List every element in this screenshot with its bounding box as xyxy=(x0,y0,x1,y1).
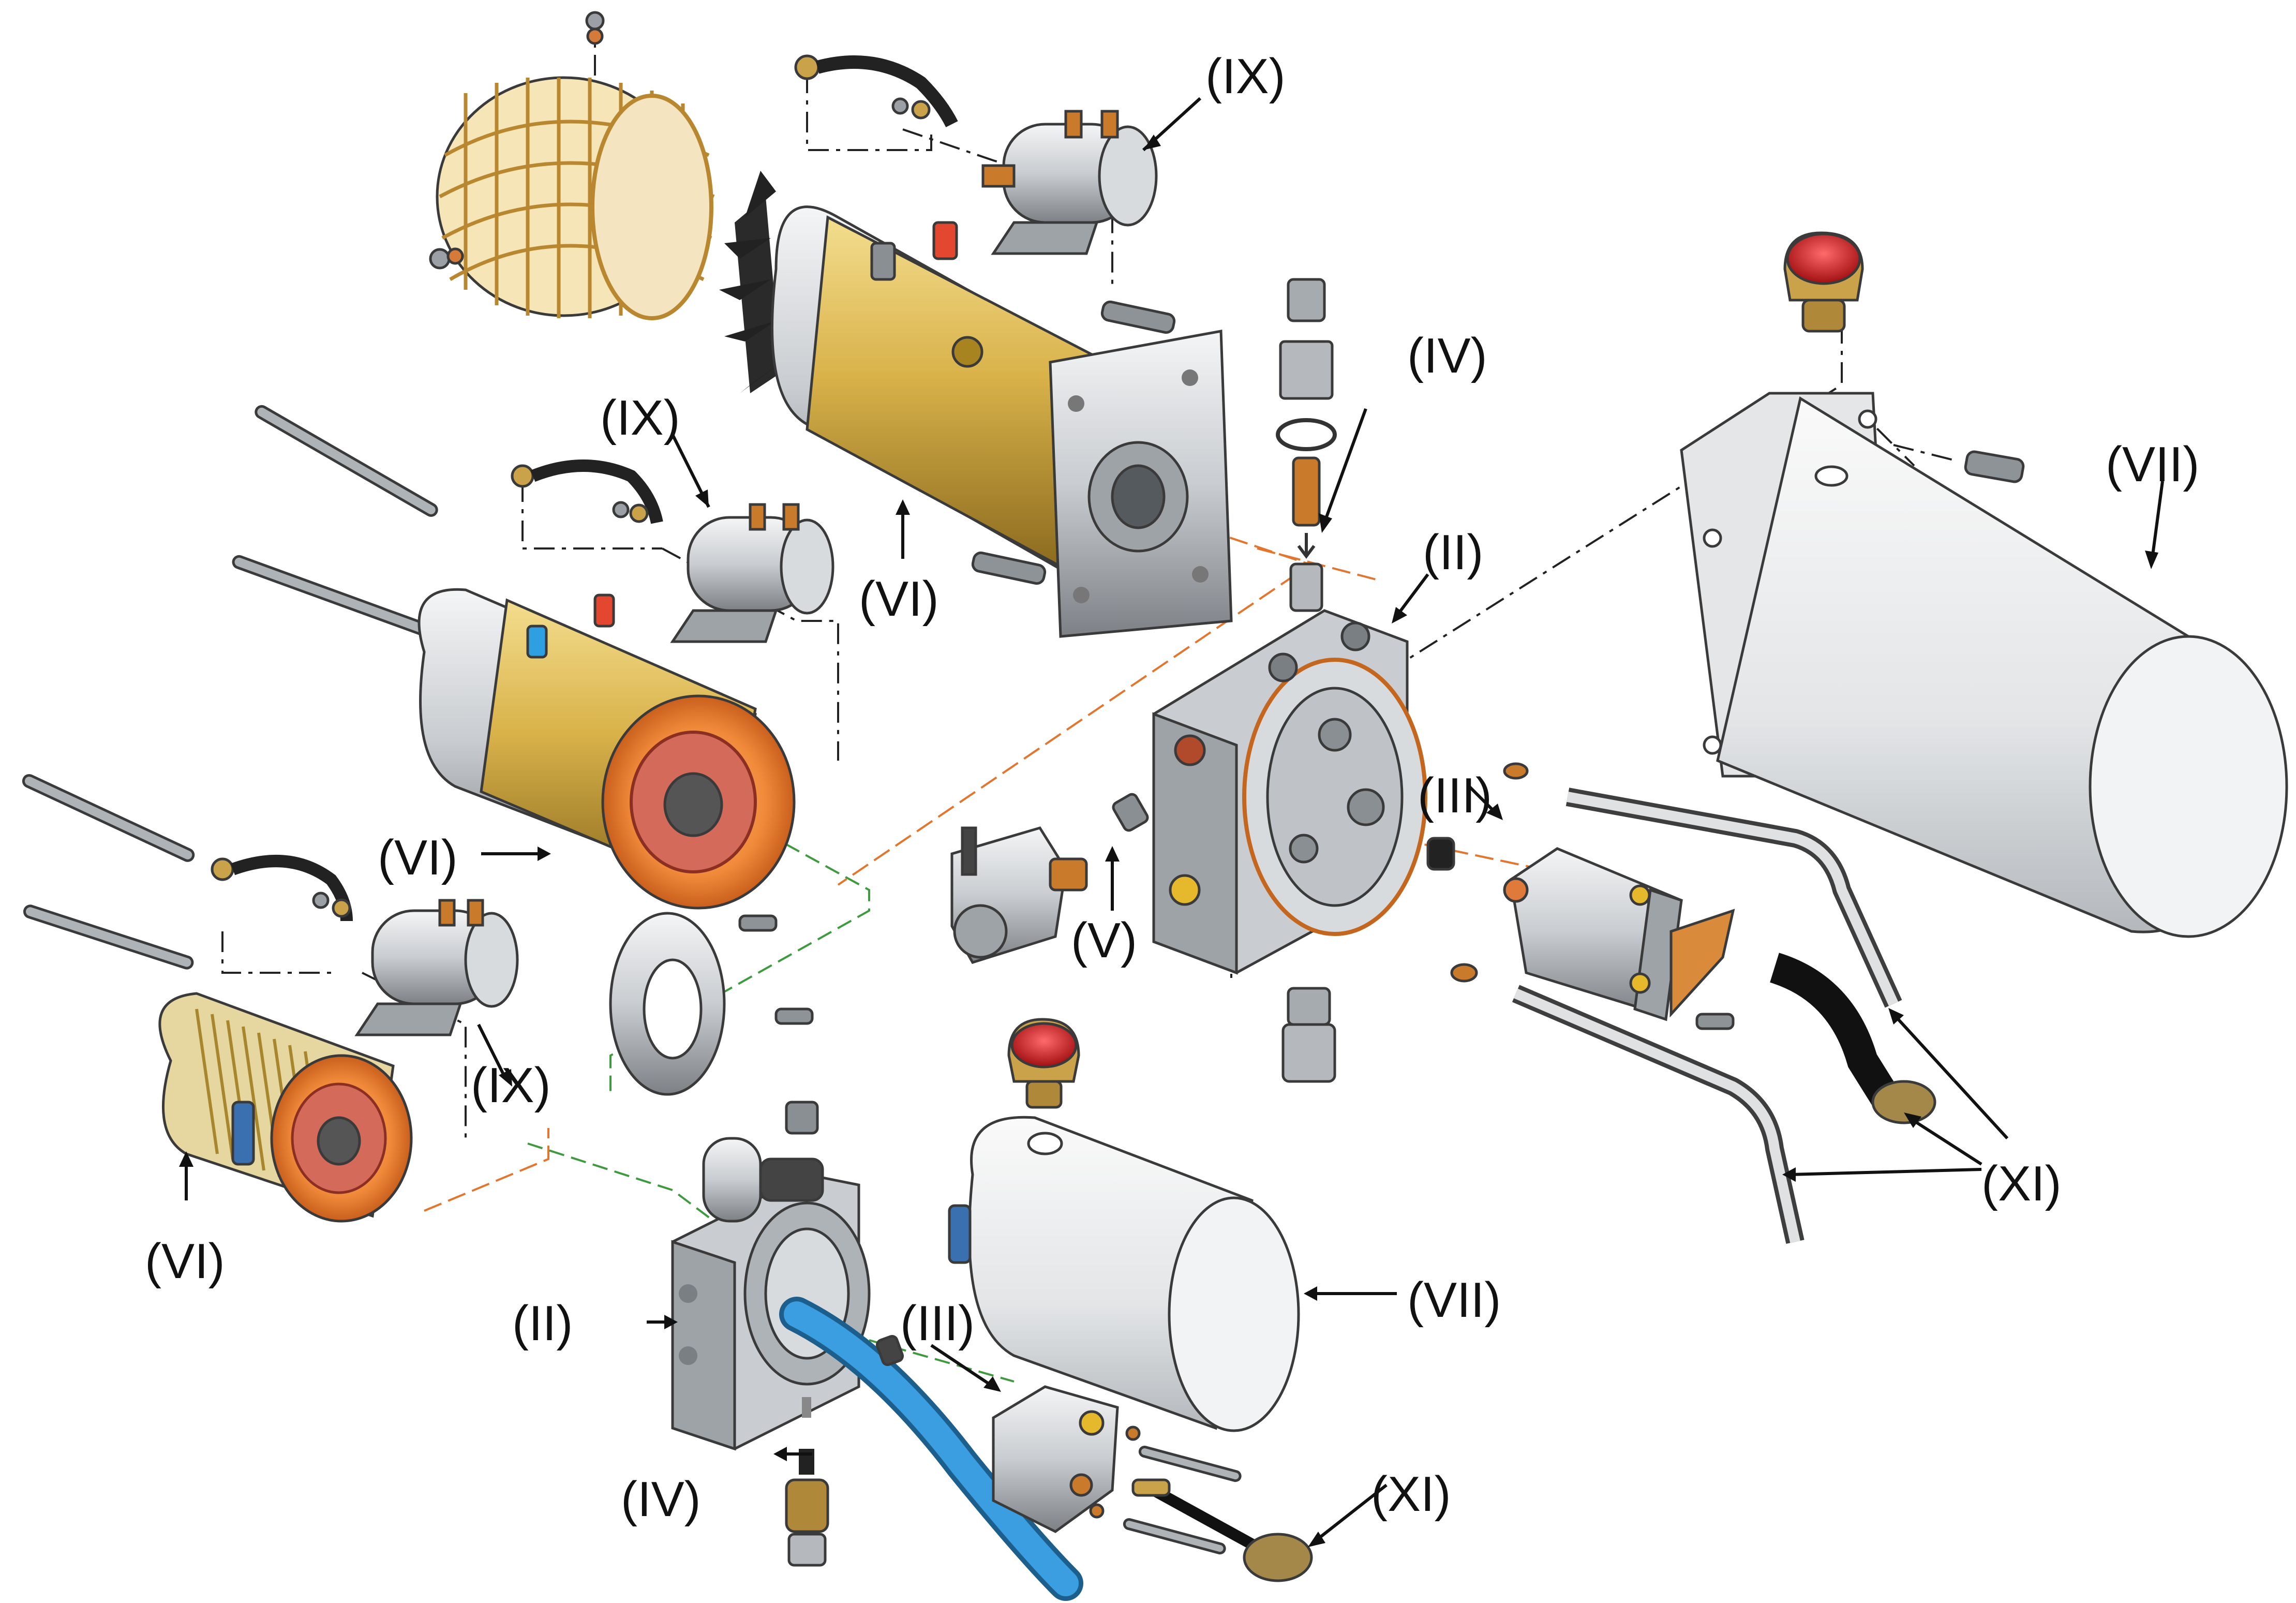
hydraulic-hose xyxy=(779,1297,1083,1601)
valve-block-lower xyxy=(671,1101,871,1451)
relief-valve-stack xyxy=(1276,278,1337,612)
cable-top xyxy=(794,54,958,127)
motor-mid xyxy=(232,405,796,910)
motor-top xyxy=(719,171,1233,638)
label-ix-mid: (IX) xyxy=(600,390,680,446)
oil-tank-lower xyxy=(948,1116,1300,1432)
gear-pump-lower xyxy=(875,1334,1119,1533)
label-xi-lower: (XI) xyxy=(1371,1466,1451,1522)
label-ix-low: (IX) xyxy=(471,1058,551,1113)
label-iv-bottom: (IV) xyxy=(621,1472,701,1527)
suction-filter-lower xyxy=(1131,1478,1313,1582)
label-vii-lower: (VII) xyxy=(1407,1272,1501,1328)
oil-tank-right xyxy=(1680,392,2288,938)
check-valve-lower xyxy=(785,1397,829,1567)
label-vii-right: (VII) xyxy=(2106,437,2199,492)
gear-pump-right xyxy=(1426,762,1735,1030)
screw-icon xyxy=(429,11,605,270)
motor-low xyxy=(22,774,413,1223)
label-xi-right: (XI) xyxy=(1981,1156,2062,1211)
solenoid-top xyxy=(981,110,1158,255)
solenoid-valve xyxy=(950,793,1149,964)
bolt-icon xyxy=(971,300,1176,585)
label-ii-left: (II) xyxy=(512,1296,573,1351)
filler-cap-right xyxy=(1783,231,1864,333)
wire-mesh-guard xyxy=(436,76,715,320)
adapter-flange xyxy=(609,912,814,1096)
label-ix-top: (IX) xyxy=(1205,49,1286,104)
label-vi-low: (VI) xyxy=(145,1234,225,1289)
suction-pipes-right xyxy=(1512,788,1936,1244)
label-v: (V) xyxy=(1071,913,1137,968)
label-ii-right: (II) xyxy=(1423,525,1483,580)
callout-labels: (IX) (IX) (IX) (IV) (IV) (VII) (VII) (II… xyxy=(145,49,2199,1527)
check-valve-bottom xyxy=(1281,987,1336,1083)
label-iv-top: (IV) xyxy=(1407,328,1487,383)
cable-low xyxy=(211,855,353,922)
filler-cap-lower xyxy=(1007,1018,1080,1109)
solenoid-low xyxy=(354,899,519,1036)
label-iii-lower: (III) xyxy=(900,1296,975,1351)
bolt-tank-right xyxy=(1964,450,2025,483)
valve-block-right xyxy=(1152,609,1427,975)
label-iii-right: (III) xyxy=(1418,768,1492,823)
label-vi-mid: (VI) xyxy=(378,830,458,885)
solenoid-mid xyxy=(670,503,834,643)
tie-rods-lower xyxy=(1089,1426,1242,1555)
leader-arrows xyxy=(179,97,2164,1547)
label-vi-top: (VI) xyxy=(859,571,939,627)
cable-mid xyxy=(511,459,663,524)
